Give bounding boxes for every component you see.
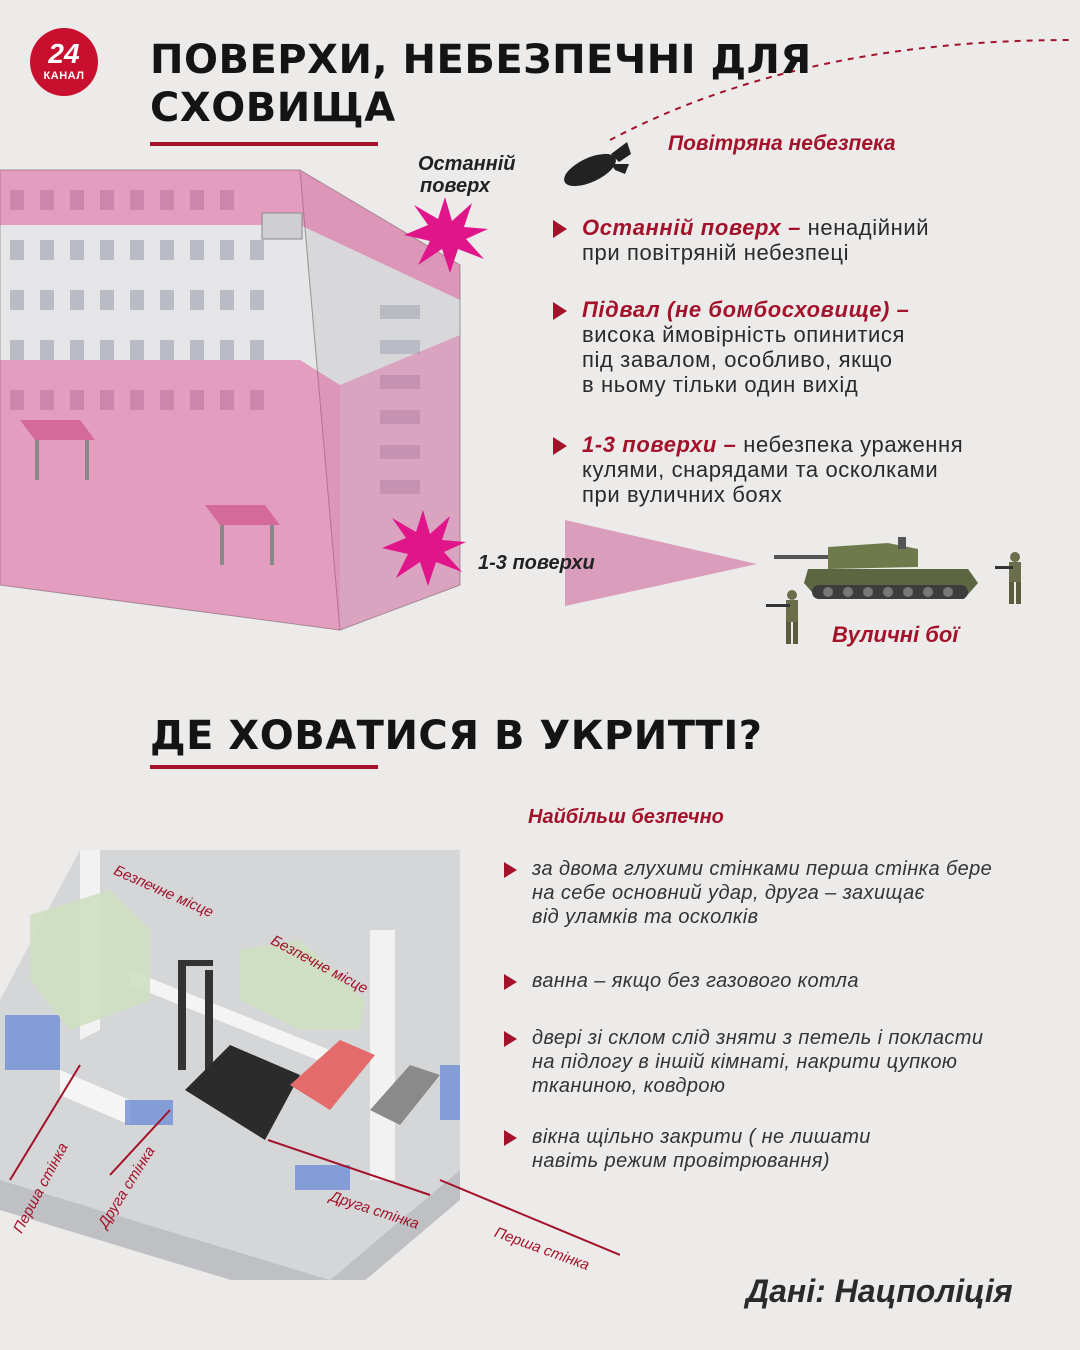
- floors-caption: 1-3 поверхи: [478, 552, 595, 574]
- section1-title-line2: СХОВИЩА: [150, 85, 396, 131]
- danger-item-line: в ньому тільки один вихід: [582, 372, 859, 397]
- shelter-item-two-walls: за двома глухими стінками перша стінка б…: [532, 857, 992, 929]
- bullet-marker: [504, 1130, 517, 1146]
- explosion-icon: [382, 510, 466, 586]
- danger-item-basement-title: Підвал (не бомбосховище) –: [582, 297, 910, 322]
- danger-item-floors-title: 1-3 поверхи –: [582, 432, 737, 457]
- soldier-icon: [766, 590, 798, 644]
- apartment-plan: [0, 850, 620, 1280]
- danger-item-line: висока ймовірність опинитися: [582, 322, 906, 347]
- shelter-item-line: тканиною, ковдрою: [532, 1075, 726, 1097]
- logo-word: КАНАЛ: [43, 70, 85, 82]
- shelter-item-line: навіть режим провітрювання): [532, 1150, 830, 1172]
- soldier-icon: [995, 552, 1021, 604]
- shelter-item-glass-doors: двері зі склом слід зняти з петель і пок…: [532, 1026, 983, 1098]
- air-danger-label: Повітряна небезпека: [668, 132, 896, 155]
- danger-item-top-floor: Останній поверх – ненадійний при повітря…: [582, 215, 929, 265]
- shelter-item-windows: вікна щільно закрити ( не лишати навіть …: [532, 1125, 871, 1173]
- bullet-marker: [553, 437, 567, 455]
- shelter-item-line: за двома глухими стінками перша стінка б…: [532, 858, 993, 880]
- shelter-item-line: вікна щільно закрити ( не лишати: [532, 1126, 871, 1148]
- danger-item-line: кулями, снарядами та осколками: [582, 457, 939, 482]
- safest-label: Найбільш безпечно: [528, 806, 724, 828]
- fire-direction-cone: [565, 520, 757, 606]
- danger-item-floors-1-3: 1-3 поверхи – небезпека ураження кулями,…: [582, 432, 963, 507]
- explosion-icon: [404, 197, 488, 273]
- tank-icon: [774, 537, 978, 599]
- bullet-marker: [553, 302, 567, 320]
- danger-item-line: при повітряній небезпеці: [582, 240, 850, 265]
- shelter-item-line: ванна – якщо без газового котла: [532, 970, 859, 992]
- danger-item-line: під завалом, особливо, якщо: [582, 347, 893, 372]
- shelter-item-line: від уламків та осколків: [532, 906, 759, 928]
- logo-number: 24: [48, 38, 80, 69]
- bomb-icon: [564, 142, 631, 187]
- source-credit: Дані: Нацполіція: [746, 1273, 1013, 1309]
- danger-item-line: при вуличних боях: [582, 482, 783, 507]
- bullet-marker: [504, 974, 517, 990]
- top-floor-caption-line1: Останній: [418, 153, 516, 175]
- shelter-item-line: двері зі склом слід зняти з петель і пок…: [532, 1027, 984, 1049]
- danger-item-line: ненадійний: [800, 215, 930, 240]
- section1-title: ПОВЕРХИ, НЕБЕЗПЕЧНІ ДЛЯ СХОВИЩА: [150, 36, 812, 132]
- street-fights-label: Вуличні бої: [832, 622, 959, 647]
- section2-title: ДЕ ХОВАТИСЯ В УКРИТТІ?: [150, 713, 763, 759]
- top-floor-caption-line2: поверх: [420, 175, 490, 197]
- section1-title-line1: ПОВЕРХИ, НЕБЕЗПЕЧНІ ДЛЯ: [150, 37, 812, 83]
- channel-logo: 24 КАНАЛ: [30, 28, 98, 96]
- bullet-marker: [504, 862, 517, 878]
- danger-item-top-floor-title: Останній поверх –: [582, 215, 801, 240]
- danger-item-line: небезпека ураження: [736, 432, 964, 457]
- bullet-marker: [504, 1031, 517, 1047]
- shelter-item-line: на себе основний удар, друга – захищає: [532, 882, 925, 904]
- section2-underline: [150, 765, 378, 769]
- top-floor-caption: Останній поверх: [418, 153, 516, 197]
- section1-underline: [150, 142, 378, 146]
- shelter-item-line: на підлогу в іншій кімнаті, накрити цупк…: [532, 1051, 958, 1073]
- shelter-item-bathtub: ванна – якщо без газового котла: [532, 969, 859, 993]
- danger-item-basement: Підвал (не бомбосховище) – висока ймовір…: [582, 297, 910, 397]
- bullet-marker: [553, 220, 567, 238]
